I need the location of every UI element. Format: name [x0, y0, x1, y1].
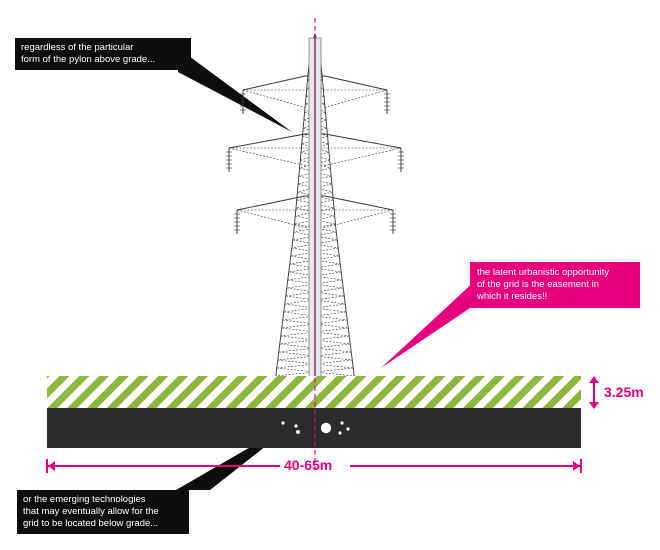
depth-dimension — [589, 376, 599, 409]
depth-label: 3.25m — [604, 384, 644, 400]
width-dimension — [46, 459, 582, 473]
right-callout-pointer — [381, 280, 476, 368]
pylon-right-leg — [317, 39, 355, 377]
top-callout: regardless of the particular form of the… — [15, 38, 191, 70]
right-callout: the latent urbanistic opportunity of the… — [470, 262, 640, 308]
easement-band — [47, 376, 581, 408]
width-label: 40-65m — [284, 457, 333, 473]
bottom-callout: or the emerging technologies that may ev… — [17, 490, 189, 534]
pylon-left-leg — [275, 39, 313, 377]
below-grade-band — [47, 408, 581, 448]
underground-cables — [281, 421, 350, 435]
top-callout-pointer — [178, 48, 292, 132]
